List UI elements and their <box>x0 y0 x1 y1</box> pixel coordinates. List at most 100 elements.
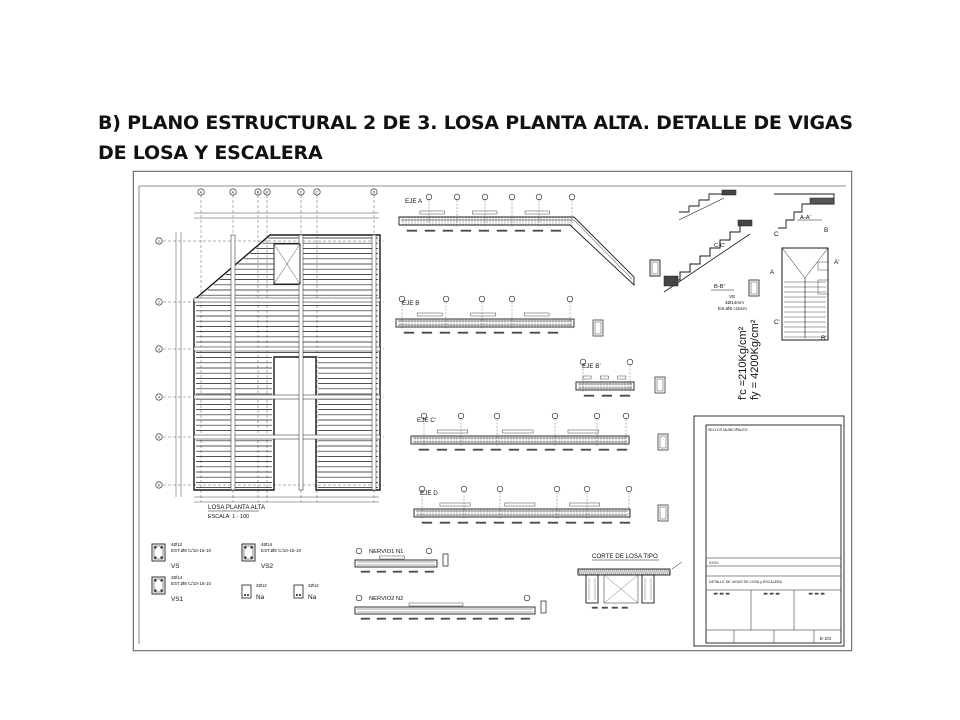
additional-rebar <box>569 502 600 507</box>
stair-plan-box <box>817 279 829 295</box>
beam-grid-bubble <box>453 193 461 201</box>
additional-rebar <box>617 375 627 380</box>
grid-bubble-number <box>155 481 163 489</box>
rebar-note <box>544 448 556 451</box>
additional-rebar <box>582 375 592 380</box>
stair-cut-label: B' <box>821 335 826 342</box>
rebar-dot <box>160 579 163 582</box>
grid-letter-label: A <box>232 191 235 195</box>
section-stirrup <box>153 545 164 560</box>
slab-hatch <box>639 568 643 576</box>
beam-section <box>657 433 669 451</box>
na-label: Na <box>256 594 265 601</box>
slab-hatch <box>615 568 619 576</box>
slab-hatch <box>591 568 595 576</box>
beam-section <box>592 319 604 337</box>
rebar-dot <box>154 579 157 582</box>
title-block-sheet-number: E-2/3 <box>820 636 831 641</box>
rebar-note <box>460 229 472 232</box>
slab-hatch <box>631 568 635 576</box>
rebar-note <box>526 448 538 451</box>
plan-beam-vertical <box>298 234 304 491</box>
rebar-dot <box>244 594 246 596</box>
corte-note <box>601 606 608 609</box>
rebar-note <box>472 448 484 451</box>
slab-hatch <box>655 568 659 576</box>
slab-hatch <box>587 568 591 576</box>
rebar-note <box>529 331 541 334</box>
leader-line <box>671 561 683 570</box>
slide-title: B) PLANO ESTRUCTURAL 2 DE 3. LOSA PLANTA… <box>98 112 853 164</box>
nervio-extra-rebar <box>408 602 464 607</box>
nervio-label: NERVIO2 N2 <box>369 596 403 602</box>
nervio-note <box>360 617 370 620</box>
section-bars: 4Ø12 <box>171 542 183 547</box>
title-block-name: XXXX <box>709 561 719 565</box>
title-block-field <box>808 592 813 595</box>
plan-title: LOSA PLANTA ALTA <box>208 504 266 511</box>
rebar-note <box>583 394 595 397</box>
nervio-note <box>392 570 402 573</box>
plan-beam <box>193 346 381 352</box>
rebar-note <box>580 448 592 451</box>
slab-section-detail: CORTE DE LOSA TIPO <box>577 553 683 609</box>
slab-rib <box>641 574 655 604</box>
grid-bubble-number <box>155 237 163 245</box>
grid-number-label: 5 <box>158 435 160 439</box>
plan-scale: ESCALA: 1 - 100 <box>208 514 249 520</box>
slab-hatch <box>609 568 613 576</box>
rebar-note <box>508 448 520 451</box>
rebar-dot <box>154 556 157 559</box>
rebar-note <box>511 331 523 334</box>
nervio-bubble <box>425 547 433 555</box>
opening-cross <box>273 243 301 285</box>
grid-letter-label: B <box>257 191 260 195</box>
slab-hatch <box>613 568 617 576</box>
grid-number-label: 6 <box>158 483 160 487</box>
title-block-field <box>814 592 819 595</box>
rebar-note <box>439 331 451 334</box>
additional-rebar <box>419 210 445 215</box>
beam-elevation-3: EJE C' <box>410 412 669 451</box>
grid-bubble-number <box>155 433 163 441</box>
stair-cut-label: C <box>774 231 779 238</box>
na-label: Na <box>308 594 317 601</box>
rebar-dot <box>244 546 247 549</box>
beam-section-stirrup <box>594 321 602 335</box>
nervio-note <box>440 617 450 620</box>
stair-cut-label: C' <box>774 319 780 326</box>
plan-beam <box>193 394 381 400</box>
beam-grid-bubble <box>551 412 559 420</box>
rebar-note <box>565 521 577 524</box>
ve-bars: 4Ø14mm <box>725 300 744 305</box>
beam-grid-bubble <box>418 485 426 493</box>
rebar-note <box>418 448 430 451</box>
rebar-note <box>439 521 451 524</box>
rebar-note <box>406 229 418 232</box>
stair-bb-profile <box>664 223 750 281</box>
beam-label: EJE B <box>402 300 420 307</box>
nervio-bubble <box>523 594 531 602</box>
grid-letter-label: C <box>300 191 303 195</box>
nervio-note <box>472 617 482 620</box>
nervio-label: NERVIO1 N1 <box>369 549 403 555</box>
slab-hatch <box>659 568 663 576</box>
rebar-note <box>619 521 631 524</box>
stair-upper-profile <box>679 193 724 213</box>
beam-section-stirrup <box>651 261 659 275</box>
nervio-bubble <box>355 547 363 555</box>
slab-hatch <box>597 568 601 576</box>
na-bars: 2Ø12 <box>308 583 319 588</box>
rebar-dot <box>160 589 163 592</box>
slab-hatch <box>605 568 609 576</box>
material-fy: fy = 4200Kg/cm² <box>749 319 761 400</box>
ve-stirrup <box>750 281 758 295</box>
nervio-note <box>424 617 434 620</box>
beam-grid-bubble <box>481 193 489 201</box>
beam-grid-bubble <box>398 295 406 303</box>
plan-beam <box>193 297 381 303</box>
